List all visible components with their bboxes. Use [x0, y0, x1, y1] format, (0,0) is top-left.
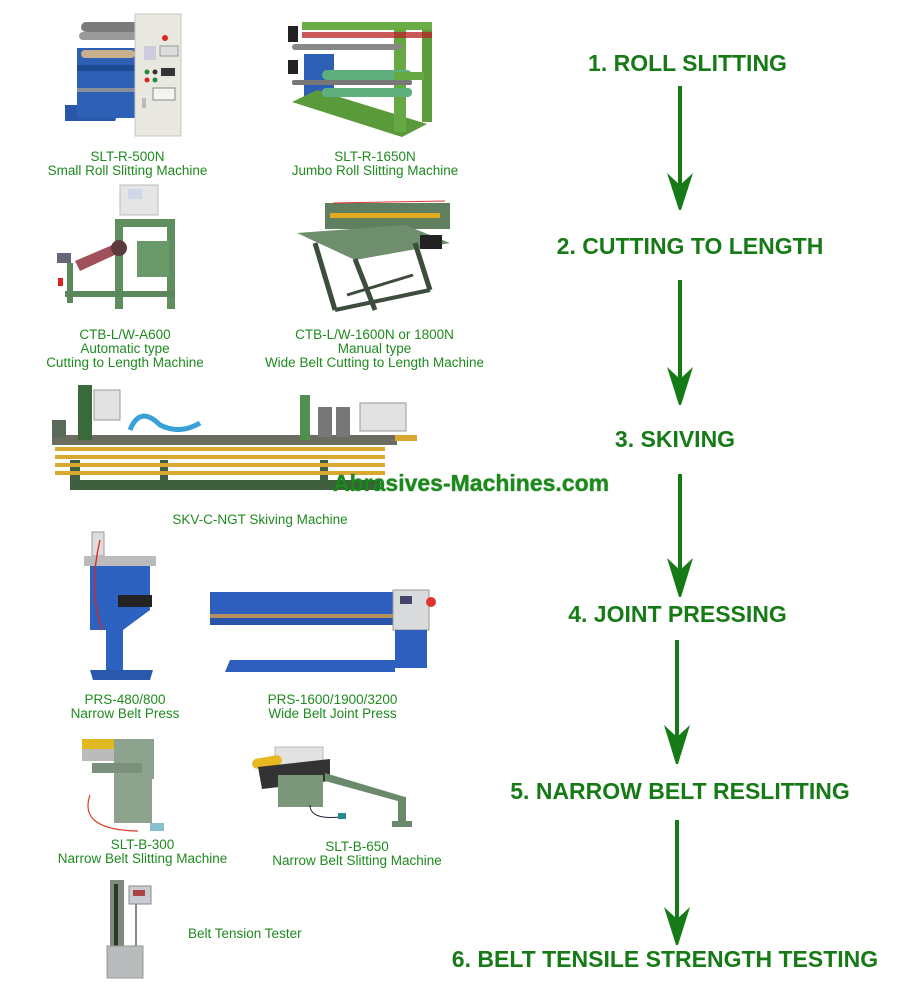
step-3-skiving: 3. SKIVING [614, 426, 736, 452]
machine-description: Narrow Belt Slitting Machine [272, 853, 442, 868]
step-4-joint-pressing: 4. JOINT PRESSING [568, 601, 787, 627]
caption-ctb-l-w-a600: CTB-L/W-A600 Automatic type Cutting to L… [30, 328, 220, 370]
step-5-narrow-belt-reslitting: 5. NARROW BELT RESLITTING [510, 778, 850, 804]
model-name: CTB-L/W-A600 [79, 327, 171, 342]
machine-description: Narrow Belt Press [70, 706, 180, 721]
machine-description: Small Roll Slitting Machine [47, 163, 208, 178]
model-name: CTB-L/W-1600N or 1800N [295, 327, 454, 342]
machine-description: Wide Belt Cutting to Length Machine [264, 355, 485, 370]
caption-slt-r-1650n: SLT-R-1650N Jumbo Roll Slitting Machine [280, 150, 470, 178]
caption-prs-1600: PRS-1600/1900/3200 Wide Belt Joint Press [250, 693, 415, 721]
machine-image-ctb-l-w-1600n [295, 195, 455, 320]
caption-ctb-l-w-1600n: CTB-L/W-1600N or 1800N Manual type Wide … [252, 328, 497, 370]
machine-description: Narrow Belt Slitting Machine [57, 851, 228, 866]
machine-type: Automatic type [80, 341, 170, 356]
machine-image-slt-b-650 [250, 745, 420, 830]
machine-image-slt-r-500n [65, 10, 185, 138]
machine-image-ctb-l-w-a600 [55, 183, 190, 318]
model-name: PRS-1600/1900/3200 [267, 692, 398, 707]
step-2-cutting-to-length: 2. CUTTING TO LENGTH [556, 233, 824, 259]
step-1-roll-slitting: 1. ROLL SLITTING [588, 50, 787, 76]
machine-description: Cutting to Length Machine [46, 355, 204, 370]
machine-image-skv-c-ngt [50, 375, 460, 510]
model-name: SLT-R-1650N [334, 149, 416, 164]
machine-image-prs-480-800 [78, 530, 158, 680]
caption-belt-tension-tester: Belt Tension Tester [188, 927, 302, 941]
machine-image-belt-tension-tester [105, 880, 165, 980]
model-name: SLT-B-300 [110, 837, 175, 852]
arrow-down-icon [667, 86, 693, 210]
caption-slt-b-650: SLT-B-650 Narrow Belt Slitting Machine [262, 840, 452, 868]
arrow-down-icon [667, 474, 693, 597]
caption-skv-c-ngt: SKV-C-NGT Skiving Machine [150, 513, 370, 527]
caption-prs-480-800: PRS-480/800 Narrow Belt Press [55, 693, 195, 721]
model-name: SLT-B-650 [325, 839, 389, 854]
model-name: SKV-C-NGT Skiving Machine [172, 512, 348, 527]
caption-slt-r-500n: SLT-R-500N Small Roll Slitting Machine [35, 150, 220, 178]
machine-image-slt-r-1650n [282, 12, 437, 144]
step-6-belt-tensile-strength-testing: 6. BELT TENSILE STRENGTH TESTING [451, 946, 879, 972]
arrow-down-icon [667, 280, 693, 405]
model-name: PRS-480/800 [84, 692, 166, 707]
machine-description: Jumbo Roll Slitting Machine [291, 163, 459, 178]
caption-slt-b-300: SLT-B-300 Narrow Belt Slitting Machine [50, 838, 235, 866]
watermark-text: Abrasives-Machines.com [333, 470, 610, 496]
model-name: SLT-R-500N [90, 149, 165, 164]
arrow-down-icon [664, 820, 690, 945]
machine-image-slt-b-300 [78, 735, 168, 835]
model-name: Belt Tension Tester [188, 926, 302, 941]
machine-description: Wide Belt Joint Press [268, 706, 397, 721]
arrow-down-icon [664, 640, 690, 764]
machine-image-prs-1600 [205, 580, 445, 680]
machine-type: Manual type [337, 341, 412, 356]
